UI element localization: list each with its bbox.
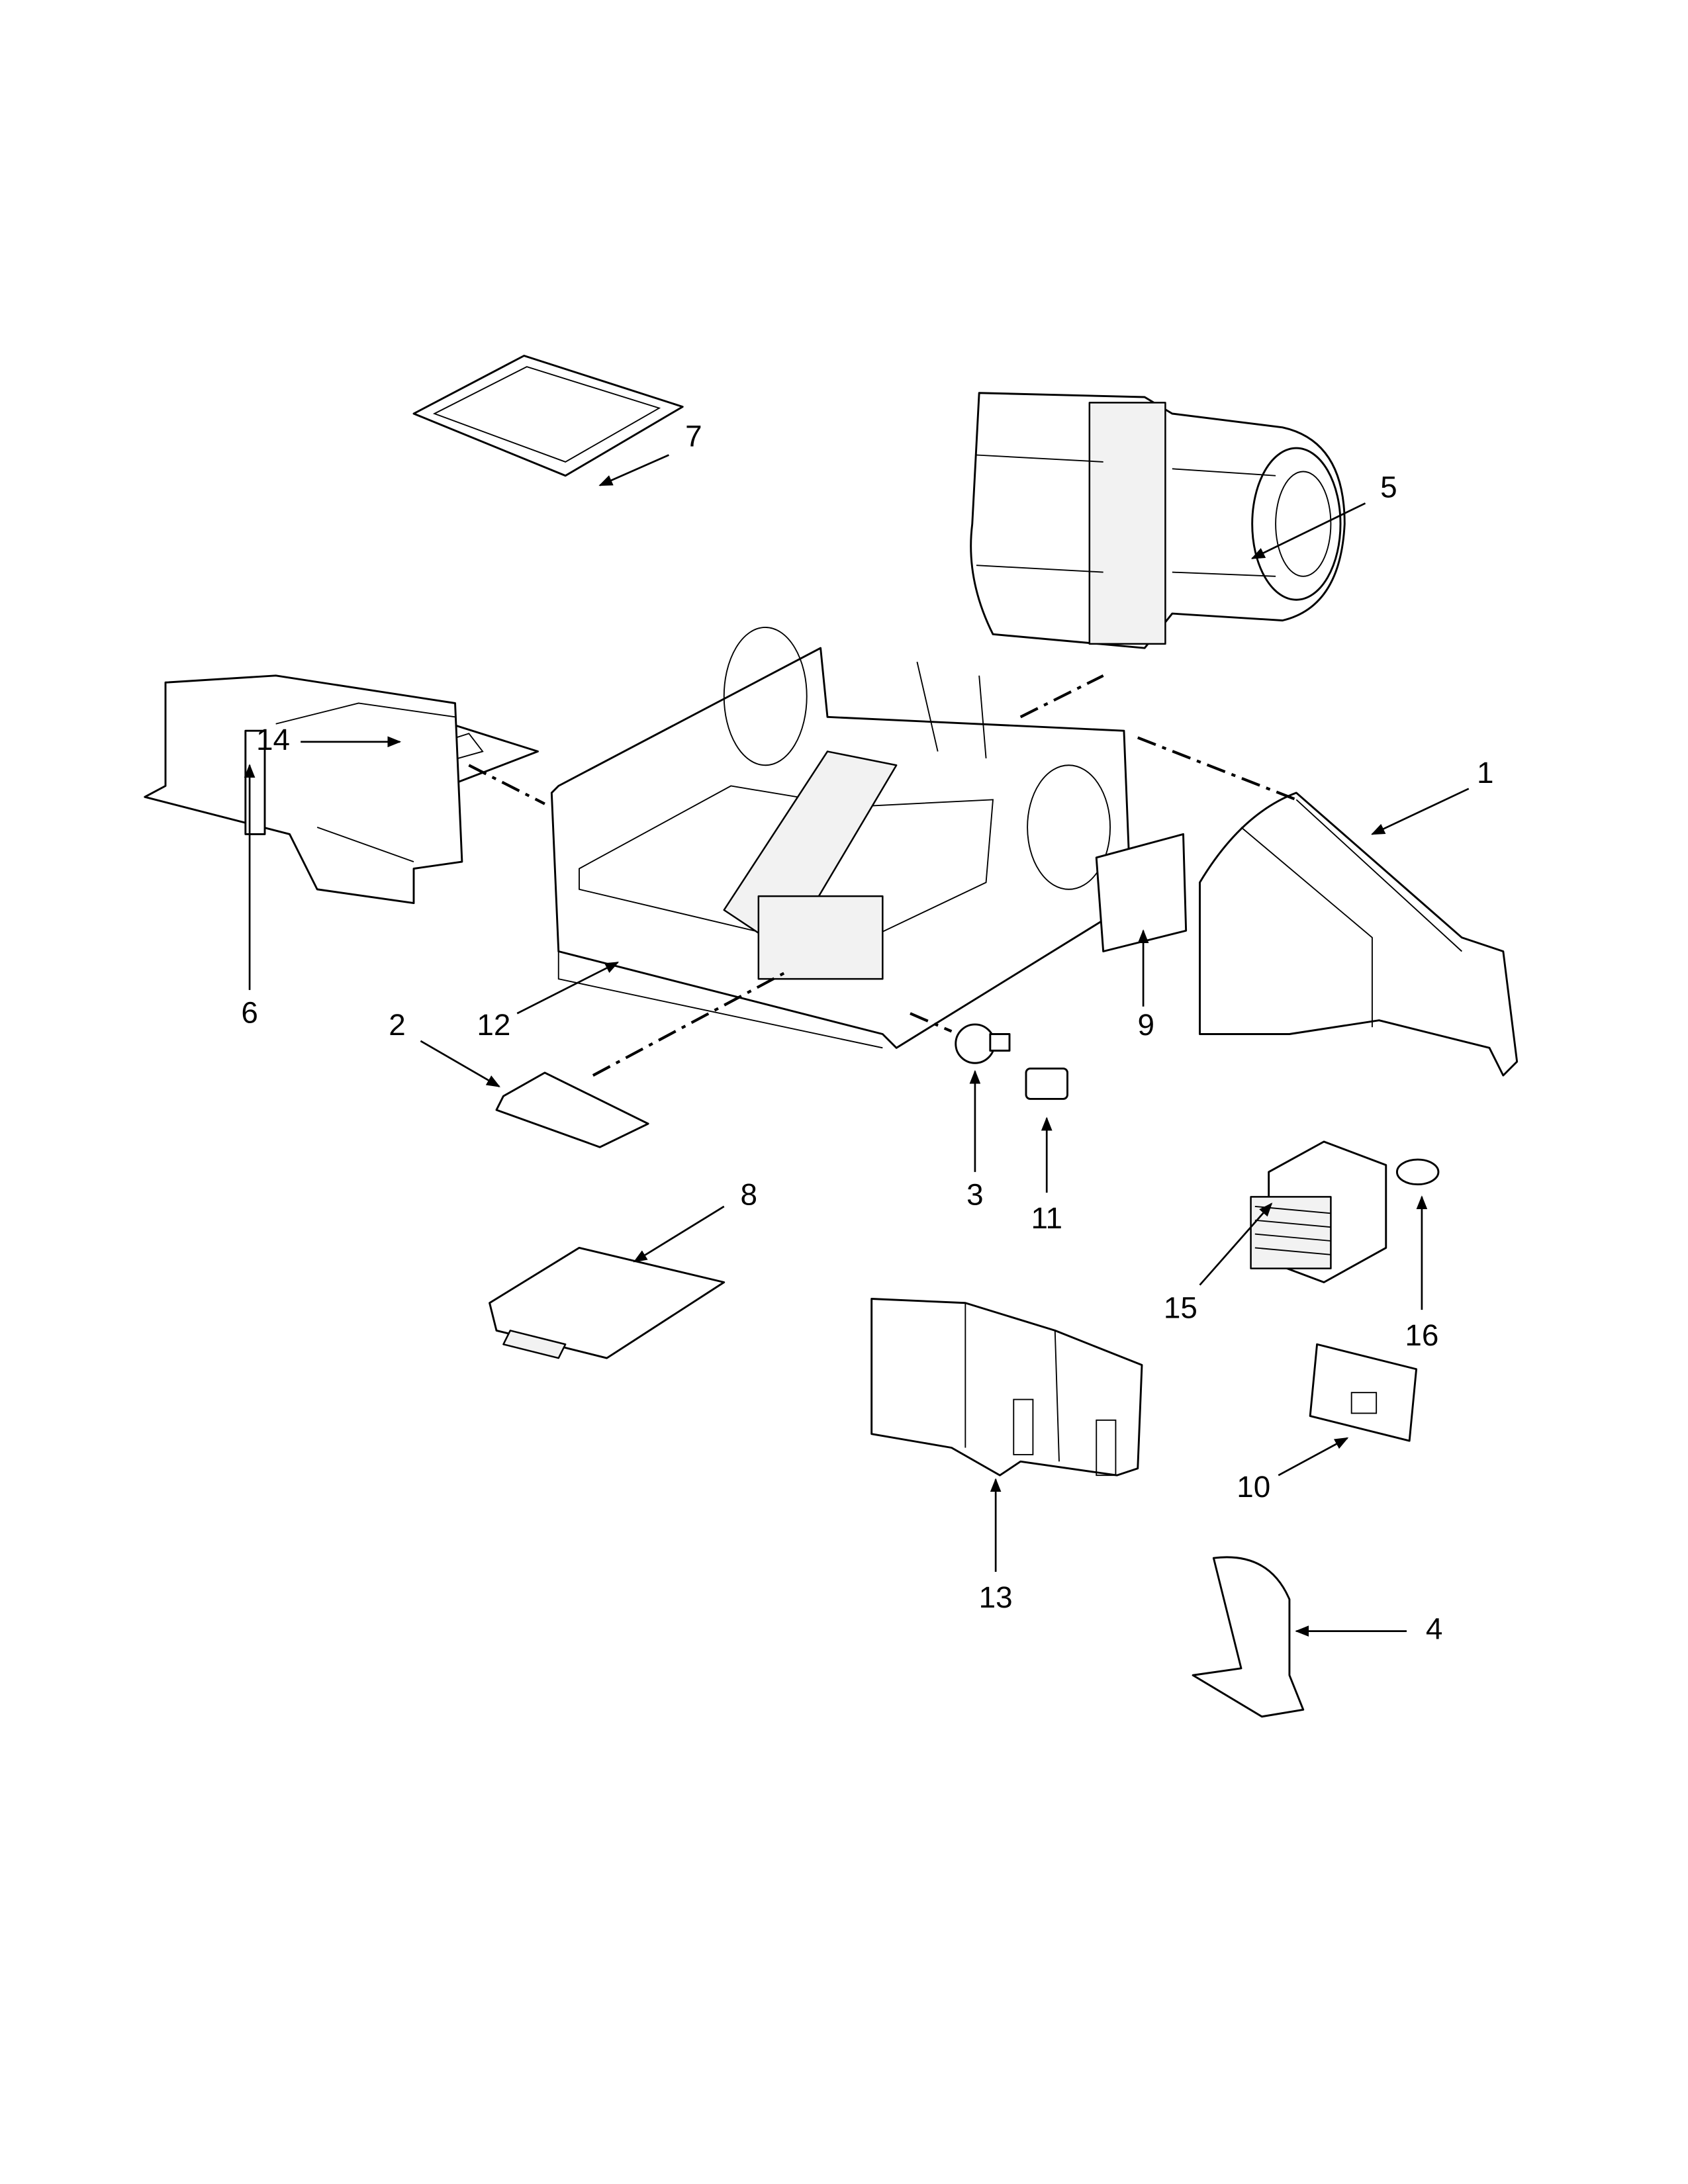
callout-14: 14 bbox=[256, 723, 290, 756]
part-3-light-bulb bbox=[955, 1023, 1011, 1064]
callout-2: 2 bbox=[389, 1008, 406, 1042]
part-2-plate bbox=[495, 1071, 649, 1148]
callout-3: 3 bbox=[966, 1177, 984, 1211]
leader-arrows bbox=[244, 454, 1470, 1637]
callout-4: 4 bbox=[1426, 1612, 1443, 1646]
callout-11: 11 bbox=[1031, 1201, 1062, 1235]
part-8-cover-plate bbox=[489, 1246, 726, 1359]
callout-5: 5 bbox=[1380, 471, 1397, 504]
callout-16: 16 bbox=[1405, 1318, 1438, 1352]
part-15-transformer bbox=[1250, 1140, 1387, 1283]
part-5-blower-motor bbox=[970, 392, 1346, 649]
callout-10: 10 bbox=[1237, 1470, 1270, 1504]
part-9-panel bbox=[1095, 833, 1188, 952]
part-1-air-duct-cover bbox=[1199, 792, 1519, 1077]
part-7-filter-frame bbox=[412, 355, 684, 477]
callout-6: 6 bbox=[241, 995, 258, 1029]
callout-15: 15 bbox=[1164, 1291, 1197, 1324]
part-13-bracket bbox=[870, 1298, 1143, 1477]
part-12-base-chassis bbox=[550, 626, 1132, 1049]
callout-8: 8 bbox=[741, 1177, 758, 1211]
part-10-control-board bbox=[1309, 1343, 1418, 1442]
callout-7: 7 bbox=[685, 420, 702, 453]
assembly-lines bbox=[468, 674, 1297, 1077]
callout-labels: 1 2 3 4 5 6 7 8 9 10 11 12 13 14 15 16 bbox=[241, 420, 1493, 1646]
callout-13: 13 bbox=[979, 1580, 1013, 1614]
callout-1: 1 bbox=[1477, 756, 1494, 790]
callout-9: 9 bbox=[1137, 1008, 1154, 1042]
part-16-thermostat bbox=[1395, 1158, 1440, 1186]
part-6-air-duct bbox=[144, 674, 463, 905]
part-4-vent-guide bbox=[1192, 1556, 1305, 1718]
callout-12: 12 bbox=[477, 1008, 510, 1042]
part-11-lamp-socket bbox=[1025, 1068, 1068, 1100]
